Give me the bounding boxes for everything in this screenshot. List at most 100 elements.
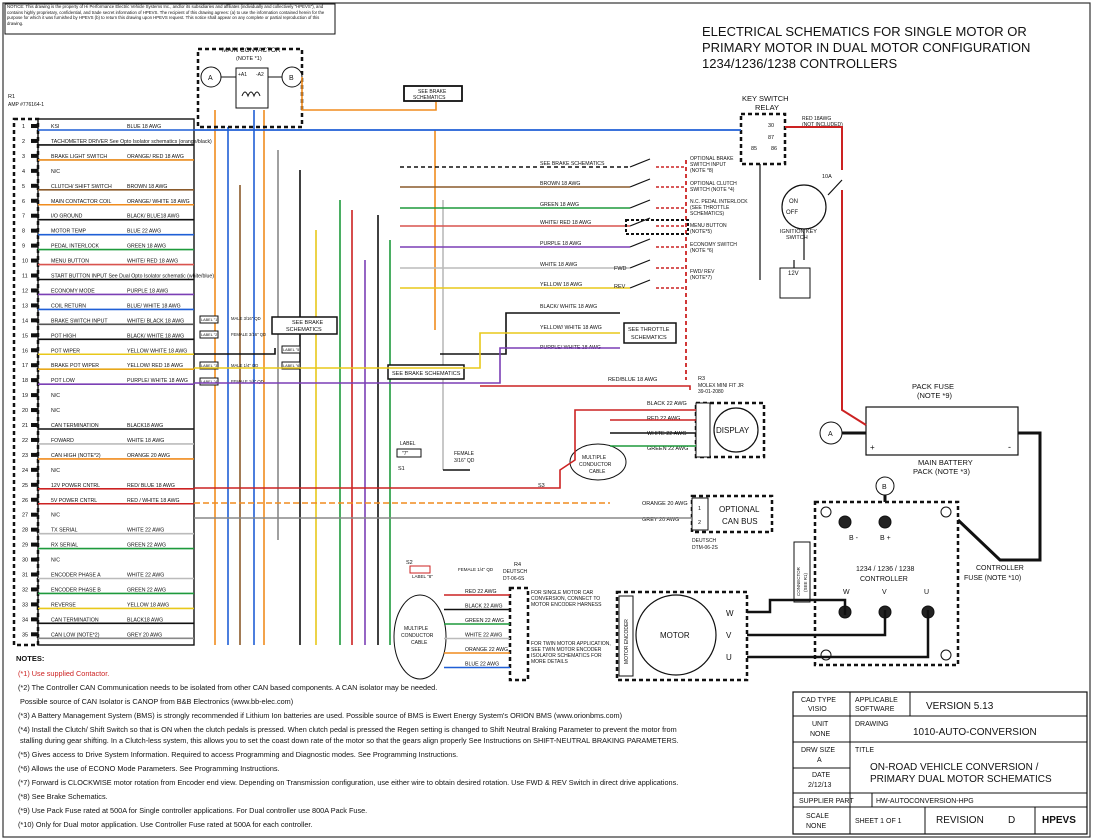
pin-number: 23	[22, 453, 28, 459]
pin-label: TACHOMETER DRIVER See Opto Isolator sche…	[51, 139, 212, 145]
tb-applicable: APPLICABLE	[855, 697, 898, 704]
pin-wire-label: WHITE/ RED 18 AWG	[127, 259, 178, 265]
note-4b: stalling during gear shifting. In a Clut…	[20, 736, 679, 745]
pin-label: BRAKE SWITCH INPUT	[51, 318, 108, 324]
qd-label: LABEL "4"	[201, 380, 219, 384]
see-brake-mid-1: SEE BRAKE	[292, 320, 324, 326]
pin-number: 25	[22, 483, 28, 489]
see-brake-top-box	[403, 85, 463, 102]
note-6: (*6) Allows the use of ECONO Mode Parame…	[18, 764, 280, 773]
pin-wire-label: BLUE 18 AWG	[127, 124, 161, 130]
pin-label: CLUTCH/ SHIFT SWITCH	[51, 184, 112, 190]
right-switch-label-economy2: (NOTE *6)	[690, 248, 714, 254]
tb-scale: SCALE	[806, 813, 829, 820]
pin-contact	[31, 124, 38, 128]
pin-label: 5V POWER CNTRL	[51, 498, 97, 504]
see-brake-top-1: SEE BRAKE	[418, 89, 447, 95]
can-bus-title-1: OPTIONAL	[719, 505, 760, 514]
display-cable-2: CONDUCTOR	[579, 462, 612, 468]
pin-label: CAN HIGH (NOTE*2)	[51, 453, 101, 459]
switch-contact	[629, 158, 651, 168]
pack-plus: +	[870, 443, 875, 452]
tb-version: VERSION 5.13	[926, 701, 994, 712]
connector-part-label: AMP #776164-1	[8, 102, 44, 108]
pin-number: 1	[22, 124, 25, 130]
pin-number: 29	[22, 543, 28, 549]
encoder-wire-label: ORANGE 22 AWG	[465, 647, 508, 653]
note-10: (*10) Only for Dual motor application. U…	[18, 820, 312, 829]
controller-v: V	[882, 589, 887, 596]
pin-label: START BUTTON INPUT See Dual Opto Isolato…	[51, 274, 214, 280]
display-white22: WHITE 22 AWG	[647, 431, 687, 437]
can-bus-grey: GREY 20 AWG	[642, 517, 679, 523]
controller-connector-1: CONNECTOR	[796, 566, 801, 596]
qd-female: FEMALE 3/16" QD	[231, 332, 266, 337]
tb-unit: UNIT	[812, 721, 829, 728]
pin-label: MAIN CONTACTOR COIL	[51, 199, 111, 205]
controller-b-label: B	[882, 484, 887, 491]
right-wire-label: PURPLE 18 AWG	[540, 241, 581, 247]
pin-wire-label: ORANGE 20 AWG	[127, 453, 170, 459]
key-switch-12v-battery-icon	[779, 267, 811, 299]
qd-label-box	[199, 361, 219, 370]
pin-contact	[31, 393, 38, 398]
pin-contact	[31, 333, 38, 338]
pack-minus: -	[1008, 442, 1011, 452]
can-bus-pin1: 1	[698, 506, 701, 512]
notice-fo: NOTICE: This drawing is the property of …	[7, 4, 324, 26]
motor-v-wire	[747, 610, 887, 637]
encoder-note-single: FOR SINGLE MOTOR CAR CONVERSION, CONNECT…	[531, 590, 602, 608]
controller-bminus: B -	[849, 535, 859, 542]
pin-contact	[31, 617, 38, 622]
pin-wire-label: YELLOW/ RED 18 AWG	[127, 363, 183, 369]
label7-a: LABEL	[400, 441, 416, 447]
tb-title-label: TITLE	[855, 747, 874, 754]
pin-contact	[31, 542, 38, 547]
ignition-on: ON	[789, 199, 798, 205]
encoder-wire-label: GREEN 22 AWG	[465, 618, 504, 624]
encoder-wire-label: WHITE 22 AWG	[465, 633, 502, 639]
qd-male-14: MALE 1/4" QD	[231, 363, 258, 368]
pin-number: 16	[22, 348, 28, 354]
tb-supplier-part: SUPPLIER PART	[799, 798, 854, 805]
display-black22: BLACK 22 AWG	[647, 401, 687, 407]
pin-label: N/C	[51, 408, 60, 414]
can-bus-deutsch-part: DTM-06-2S	[692, 545, 719, 551]
controller-terminal	[878, 515, 892, 529]
label7-box	[396, 448, 422, 458]
pin-contact	[31, 243, 38, 248]
encoder-wire-label: BLACK 22 AWG	[465, 604, 503, 610]
display-female: FEMALE	[454, 451, 475, 457]
tb-unit-none: NONE	[810, 731, 831, 738]
encoder-note-twin: FOR TWIN MOTOR APPLICATION, SEE TWIN MOT…	[531, 641, 611, 665]
fuse-line	[827, 179, 843, 196]
right-switch-label-menu2: (NOTE*5)	[690, 229, 712, 235]
pin-number: 10	[22, 259, 28, 265]
controller-bplus: B +	[880, 535, 891, 542]
right-switch-label-fwdrev2: (NOTE*7)	[690, 275, 712, 281]
pack-a-label: A	[828, 431, 833, 438]
controller-title-1: 1234 / 1236 / 1238	[856, 566, 914, 573]
tb-drw-size: DRW SIZE	[801, 747, 835, 754]
controller-mount-hole	[940, 649, 952, 661]
pin-number: 2	[22, 139, 25, 145]
throttle-purple	[194, 347, 620, 384]
pin-wire-label: GREEN 22 AWG	[127, 587, 166, 593]
relay-pin-86: 86	[771, 146, 777, 152]
pin-number: 30	[22, 558, 28, 564]
label8: LABEL "8"	[412, 574, 433, 579]
vertical-buses	[214, 110, 444, 645]
pin-contact	[31, 303, 38, 308]
ignition-label-2: SWITCH	[786, 235, 808, 241]
tb-drawing: DRAWING	[855, 721, 889, 728]
controller-fuse-1: CONTROLLER	[976, 565, 1024, 572]
pin-contact	[31, 423, 38, 427]
pin-label: MENU BUTTON	[51, 259, 89, 265]
header-title-3: 1234/1236/1238 CONTROLLERS	[702, 56, 897, 71]
right-switch-label-optional_brake2: SWITCH INPUT	[690, 162, 726, 168]
qd-male: MALE 3/16" QD	[231, 316, 261, 321]
red-blue-wire	[480, 385, 691, 390]
motor-w-wire	[747, 598, 847, 615]
switch-contact	[629, 238, 651, 248]
